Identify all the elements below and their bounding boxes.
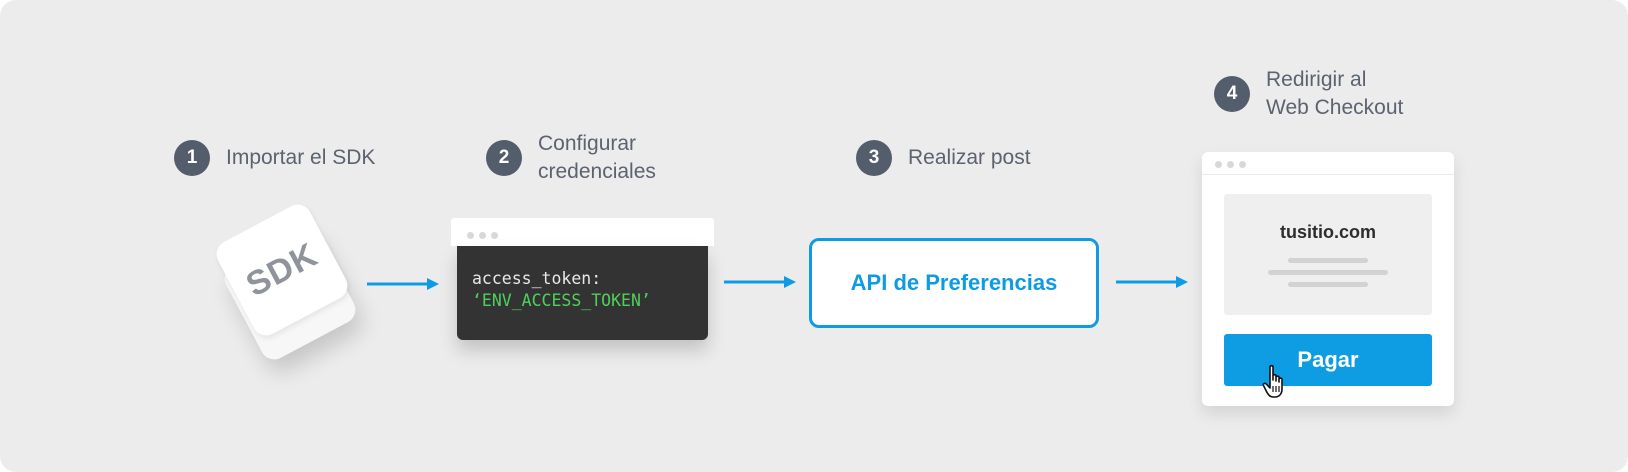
window-dot-icon: [1227, 161, 1234, 168]
web-window-titlebar: [1202, 152, 1454, 175]
step-2-label-line2: credenciales: [538, 160, 656, 183]
step-3-header: 3 Realizar post: [856, 140, 1031, 176]
step-2-badge: 2: [486, 140, 522, 176]
code-snippet: access_token: ‘ENV_ACCESS_TOKEN’: [457, 246, 708, 340]
sdk-text: SDK: [239, 235, 324, 304]
hand-pointer-icon: [1262, 364, 1283, 398]
step-2-header: 2 Configurar credenciales: [486, 130, 656, 186]
arrow-right-icon: [367, 278, 439, 290]
site-domain: tusitio.com: [1279, 222, 1376, 242]
code-window-titlebar: [451, 218, 714, 246]
step-4-label: Redirigir al Web Checkout: [1266, 66, 1403, 122]
code-key: access_token:: [472, 269, 602, 288]
window-dot-icon: [467, 232, 474, 239]
step-4-label-line2: Web Checkout: [1266, 96, 1404, 119]
step-2-label: Configurar credenciales: [538, 130, 656, 186]
step-2-label-line1: Configurar: [538, 132, 637, 155]
step-3-label: Realizar post: [908, 146, 1031, 169]
window-dot-icon: [479, 232, 486, 239]
site-preview-panel: tusitio.com: [1224, 194, 1432, 315]
step-1-header: 1 Importar el SDK: [174, 140, 375, 176]
web-checkout-window: tusitio.com Pagar: [1202, 152, 1454, 406]
arrow-right-icon: [724, 276, 796, 288]
placeholder-line: [1288, 258, 1368, 263]
step-4-badge: 4: [1214, 76, 1250, 112]
step-4-header: 4 Redirigir al Web Checkout: [1214, 66, 1403, 122]
code-value: ‘ENV_ACCESS_TOKEN’: [472, 291, 651, 310]
step-1-label: Importar el SDK: [226, 146, 376, 169]
window-dot-icon: [1215, 161, 1222, 168]
pay-button[interactable]: Pagar: [1224, 334, 1432, 386]
window-dot-icon: [1239, 161, 1246, 168]
step-3-badge: 3: [856, 140, 892, 176]
arrow-right-icon: [1116, 276, 1188, 288]
code-window: access_token: ‘ENV_ACCESS_TOKEN’: [451, 218, 714, 340]
window-dot-icon: [491, 232, 498, 239]
step-4-label-line1: Redirigir al: [1266, 68, 1367, 91]
api-preferences-box: API de Preferencias: [809, 238, 1099, 328]
api-label: API de Preferencias: [850, 270, 1058, 295]
sdk-icon: SDK: [200, 199, 361, 370]
placeholder-line: [1288, 282, 1368, 287]
step-1-badge: 1: [174, 140, 210, 176]
placeholder-line: [1268, 270, 1388, 275]
